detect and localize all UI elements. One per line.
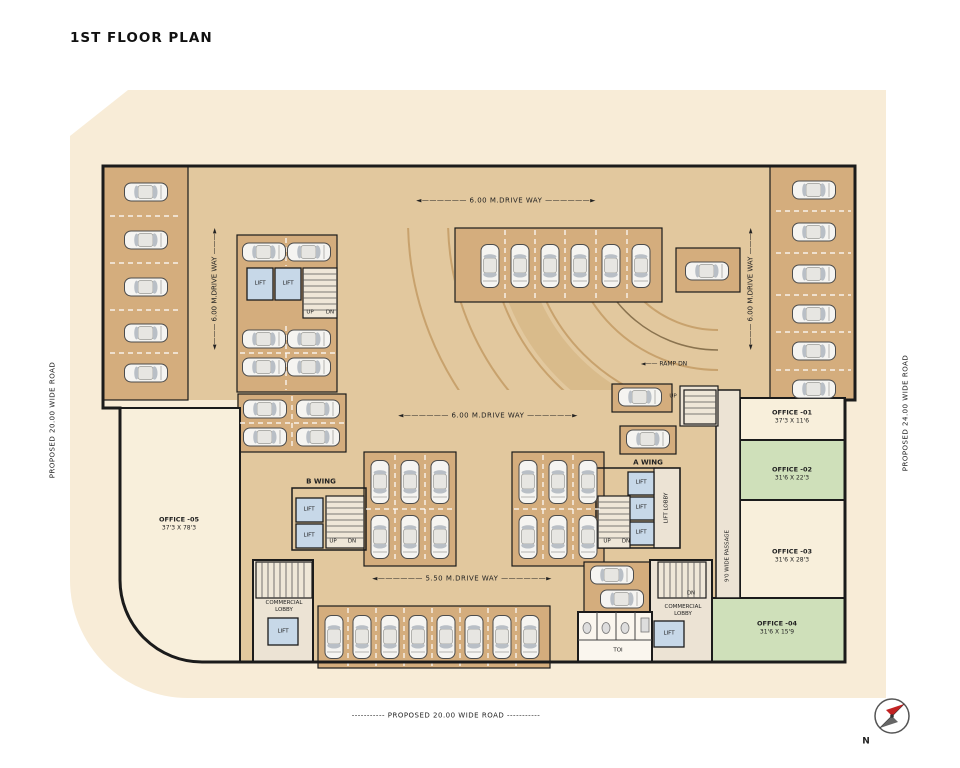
office-01-label: OFFICE -01 37'3 X 11'6 [772,409,812,426]
passage-label: 9'0 WIDE PASSAGE [724,530,731,582]
wing-b-label: B WING [306,477,336,486]
ramp-dn-label: ◄—— RAMP DN [640,360,688,368]
dn-label-core-c: DN [325,309,335,316]
page-title: 1ST FLOOR PLAN [70,30,213,46]
road-label-right: PROPOSED 24.00 WIDE ROAD [901,354,910,472]
office-05-size: 37'3 X 78'3 [161,524,197,532]
lift-lobby-label: LIFT LOBBY [663,492,670,524]
office-02-name: OFFICE -02 [771,465,813,474]
driveway-label-middle: ◄—————— 6.00 M.DRIVE WAY ——————► [397,411,579,420]
up-label-ramp-stair: UP [669,393,677,400]
office-04-name: OFFICE -04 [756,619,798,628]
office-04-label: OFFICE -04 31'6 X 15'9 [757,620,797,637]
commercial-lobby-right-line1: COMMERCIAL [664,604,702,611]
road-label-left: PROPOSED 20.00 WIDE ROAD [48,361,57,479]
driveway-label-bottom: ◄—————— 5.50 M.DRIVE WAY ——————► [371,574,553,583]
lift-label-9: LIFT [663,630,675,637]
dn-label-b-wing: DN [347,538,357,545]
lift-label-4: LIFT [303,532,315,539]
lift-label-2: LIFT [282,280,294,287]
commercial-lobby-left-line2: LOBBY [275,607,293,613]
driveway-label-top: ◄—————— 6.00 M.DRIVE WAY ——————► [415,196,597,205]
commercial-lobby-left-label: COMMERCIAL LOBBY [266,600,303,614]
wing-a-label: A WING [633,458,663,467]
lift-label-6: LIFT [635,504,647,511]
commercial-lobby-right-line2: LOBBY [674,611,692,617]
dn-label-a-wing: DN [621,538,631,545]
office-03-name: OFFICE -03 [771,547,813,556]
building-outline [101,164,857,664]
toilet-label: TOI [613,647,623,654]
driveway-label-left-vert: ◄——— 6.00 M.DRIVE WAY ———► [210,227,219,351]
toilet-block [577,611,653,663]
lift-label-7: LIFT [635,529,647,536]
office-04-size: 31'6 X 15'9 [759,628,795,636]
office-03-label: OFFICE -03 31'6 X 28'3 [772,548,812,565]
north-compass-icon [874,698,910,734]
office-05-label: OFFICE -05 37'3 X 78'3 [159,516,199,533]
up-label-b-wing: UP [329,538,337,545]
lift-label-8: LIFT [277,628,289,635]
commercial-lobby-left-line1: COMMERCIAL [265,600,303,607]
lift-label-1: LIFT [254,280,266,287]
dn-label-lobby: DN [686,590,696,597]
north-label: N [862,736,870,747]
up-label-core-c: UP [306,309,314,316]
lift-label-3: LIFT [303,506,315,513]
stall-dividers [110,210,851,666]
office-02-size: 31'6 X 22'3 [774,474,810,482]
office-01-name: OFFICE -01 [771,408,813,417]
office-02-label: OFFICE -02 31'6 X 22'3 [772,466,812,483]
office-01-size: 37'3 X 11'6 [774,417,810,425]
lift-boxes [246,267,685,648]
stairs [255,267,717,599]
office-05-name: OFFICE -05 [158,515,200,524]
commercial-lobby-right-label: COMMERCIAL LOBBY [665,604,702,618]
up-label-a-wing: UP [603,538,611,545]
lift-label-5: LIFT [635,479,647,486]
road-label-bottom: ----------- PROPOSED 20.00 WIDE ROAD ---… [351,711,541,720]
driveway-label-right-vert: ◄——— 6.00 M.DRIVE WAY ———► [746,227,755,351]
office-03-size: 31'6 X 28'3 [774,556,810,564]
